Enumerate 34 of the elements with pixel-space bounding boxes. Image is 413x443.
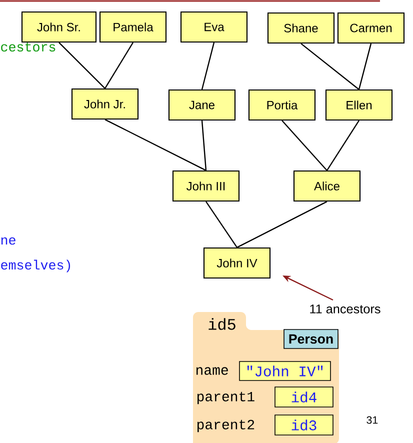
connector-line bbox=[282, 120, 328, 171]
field-label: parent2 bbox=[197, 420, 254, 432]
value-field: id3 bbox=[274, 414, 334, 436]
person-box: Alice bbox=[293, 170, 361, 202]
connector-line bbox=[58, 42, 106, 89]
connector-line bbox=[236, 201, 328, 248]
code-text: ne bbox=[1, 237, 16, 245]
type-tag: Person bbox=[284, 329, 338, 349]
connector-line bbox=[104, 42, 134, 89]
person-box: John Sr. bbox=[21, 11, 97, 43]
person-box: Jane bbox=[168, 89, 236, 121]
connector-line bbox=[206, 201, 238, 248]
value-field: "John IV" bbox=[239, 361, 331, 381]
connector-line bbox=[104, 119, 206, 171]
page-number: 31 bbox=[366, 416, 378, 424]
code-text: cestors bbox=[1, 42, 56, 52]
person-box: Shane bbox=[267, 12, 335, 44]
value-field: id4 bbox=[274, 386, 334, 408]
annotation-text: 11 ancestors bbox=[310, 304, 380, 314]
field-label: parent1 bbox=[197, 392, 254, 404]
person-box: John III bbox=[172, 170, 240, 202]
person-box: Eva bbox=[180, 11, 248, 43]
person-box: Carmen bbox=[337, 12, 405, 44]
connector-line bbox=[358, 43, 372, 90]
code-text: emselves) bbox=[1, 260, 70, 272]
connector-line bbox=[201, 42, 215, 90]
connector-line bbox=[326, 120, 360, 171]
person-box: John IV bbox=[203, 247, 271, 279]
person-box: Ellen bbox=[325, 89, 393, 121]
connector-line bbox=[300, 43, 360, 90]
person-box: Portia bbox=[248, 89, 316, 121]
person-box: Pamela bbox=[99, 11, 167, 43]
connector-line bbox=[201, 120, 207, 171]
person-box: John Jr. bbox=[71, 88, 139, 120]
